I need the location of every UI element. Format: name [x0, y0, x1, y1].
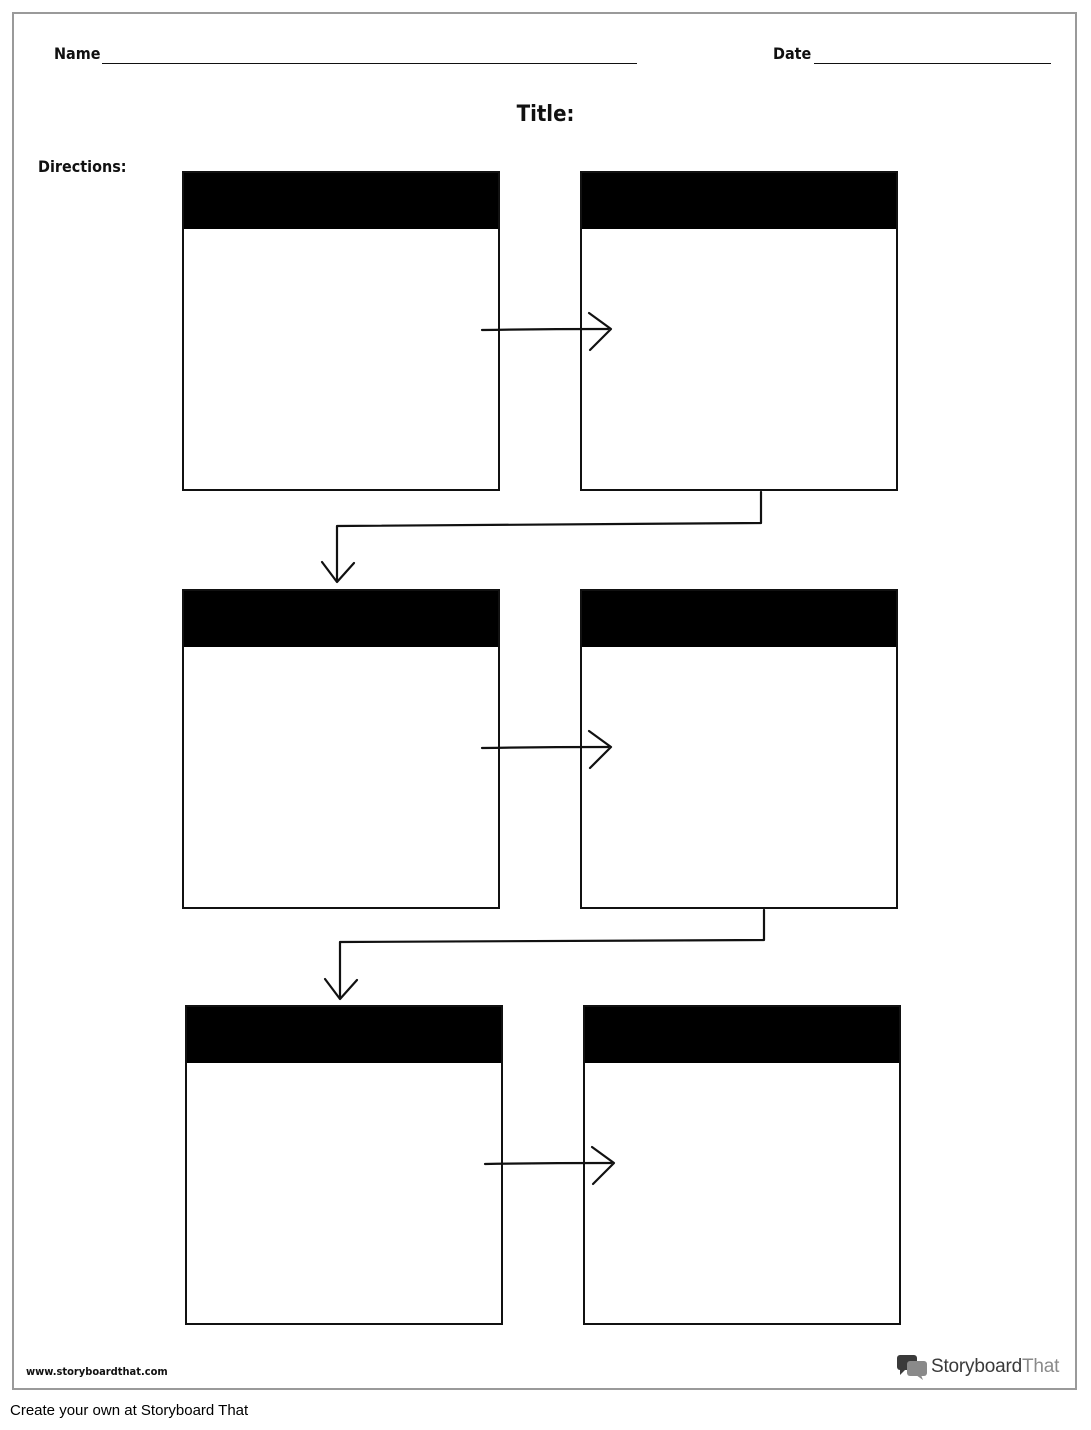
- title-label: Title:: [516, 102, 575, 127]
- worksheet-frame: [12, 12, 1077, 1390]
- sequence-box-1-header[interactable]: [184, 173, 498, 229]
- sequence-box-2[interactable]: [580, 171, 898, 491]
- sequence-box-5[interactable]: [185, 1005, 503, 1325]
- sequence-box-3[interactable]: [182, 589, 500, 909]
- sequence-box-4[interactable]: [580, 589, 898, 909]
- date-field-line[interactable]: [814, 63, 1051, 64]
- sequence-box-5-header[interactable]: [187, 1007, 501, 1063]
- site-url[interactable]: www.storyboardthat.com: [26, 1365, 168, 1378]
- sequence-box-3-header[interactable]: [184, 591, 498, 647]
- sequence-box-2-header[interactable]: [582, 173, 896, 229]
- footer-caption[interactable]: Create your own at Storyboard That: [10, 1402, 249, 1419]
- directions-label: Directions:: [38, 157, 127, 176]
- brand-name-main: Storyboard: [931, 1356, 1022, 1377]
- sequence-box-1[interactable]: [182, 171, 500, 491]
- sequence-box-6-header[interactable]: [585, 1007, 899, 1063]
- name-label: Name: [54, 44, 101, 63]
- name-field-line[interactable]: [102, 63, 637, 64]
- date-label: Date: [773, 44, 812, 63]
- brand-name: StoryboardThat: [931, 1356, 1059, 1378]
- speech-bubbles-logo-icon: [897, 1355, 927, 1380]
- brand-name-light: That: [1021, 1356, 1060, 1377]
- storyboardthat-logo[interactable]: StoryboardThat: [896, 1352, 1059, 1382]
- sequence-box-4-header[interactable]: [582, 591, 896, 647]
- sequence-box-6[interactable]: [583, 1005, 901, 1325]
